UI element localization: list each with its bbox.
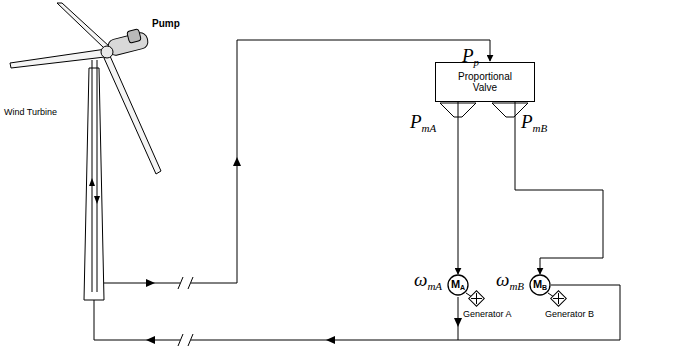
flow-arrow: [326, 336, 335, 344]
flow-arrow: [454, 318, 462, 327]
part-name: Generator A: [463, 310, 512, 320]
flow-arrow: [94, 196, 100, 204]
tower-pipe: [97, 60, 98, 292]
flow-arrow: [146, 336, 155, 344]
line-break-gap: [180, 333, 191, 347]
part-name: Pump: [152, 18, 180, 29]
valve-box: Proportional Valve: [435, 62, 535, 102]
pressure-symbol: PmA: [410, 110, 436, 135]
tower-pipe: [92, 60, 93, 292]
pressure-symbol: Pp: [462, 44, 479, 69]
line-break-gap: [180, 276, 191, 290]
node-text: MB: [533, 279, 547, 291]
generator-hatch: [471, 293, 482, 304]
pump-body: [127, 29, 142, 44]
pressure-symbol: PmB: [521, 110, 547, 135]
part-name: Generator B: [545, 310, 594, 320]
hub: [101, 46, 113, 58]
blade: [104, 56, 161, 174]
blade: [57, 3, 110, 48]
speed-symbol: ωmB: [496, 268, 524, 293]
circle-outline: [530, 275, 550, 295]
flow-connector: [458, 102, 459, 274]
node-text: Proportional Valve: [449, 71, 521, 94]
node-text: MA: [451, 279, 465, 291]
generator-symbol: [551, 291, 567, 307]
generator-hatch: [553, 293, 564, 304]
line-break: [178, 277, 193, 289]
line-break: [178, 334, 193, 346]
flow-arrow: [233, 157, 241, 166]
flow-arrow: [146, 279, 155, 287]
generator-symbol: [469, 291, 485, 307]
part-name: Wind Turbine: [4, 108, 57, 118]
supply-line: [104, 40, 490, 283]
flow-connector: [515, 102, 603, 274]
speed-symbol: ωmA: [414, 268, 442, 293]
motor-circle: MB: [529, 274, 551, 296]
flow-arrow: [89, 178, 95, 186]
circle-outline: [448, 275, 468, 295]
motor-circle: MA: [447, 274, 469, 296]
tower: [84, 68, 104, 300]
